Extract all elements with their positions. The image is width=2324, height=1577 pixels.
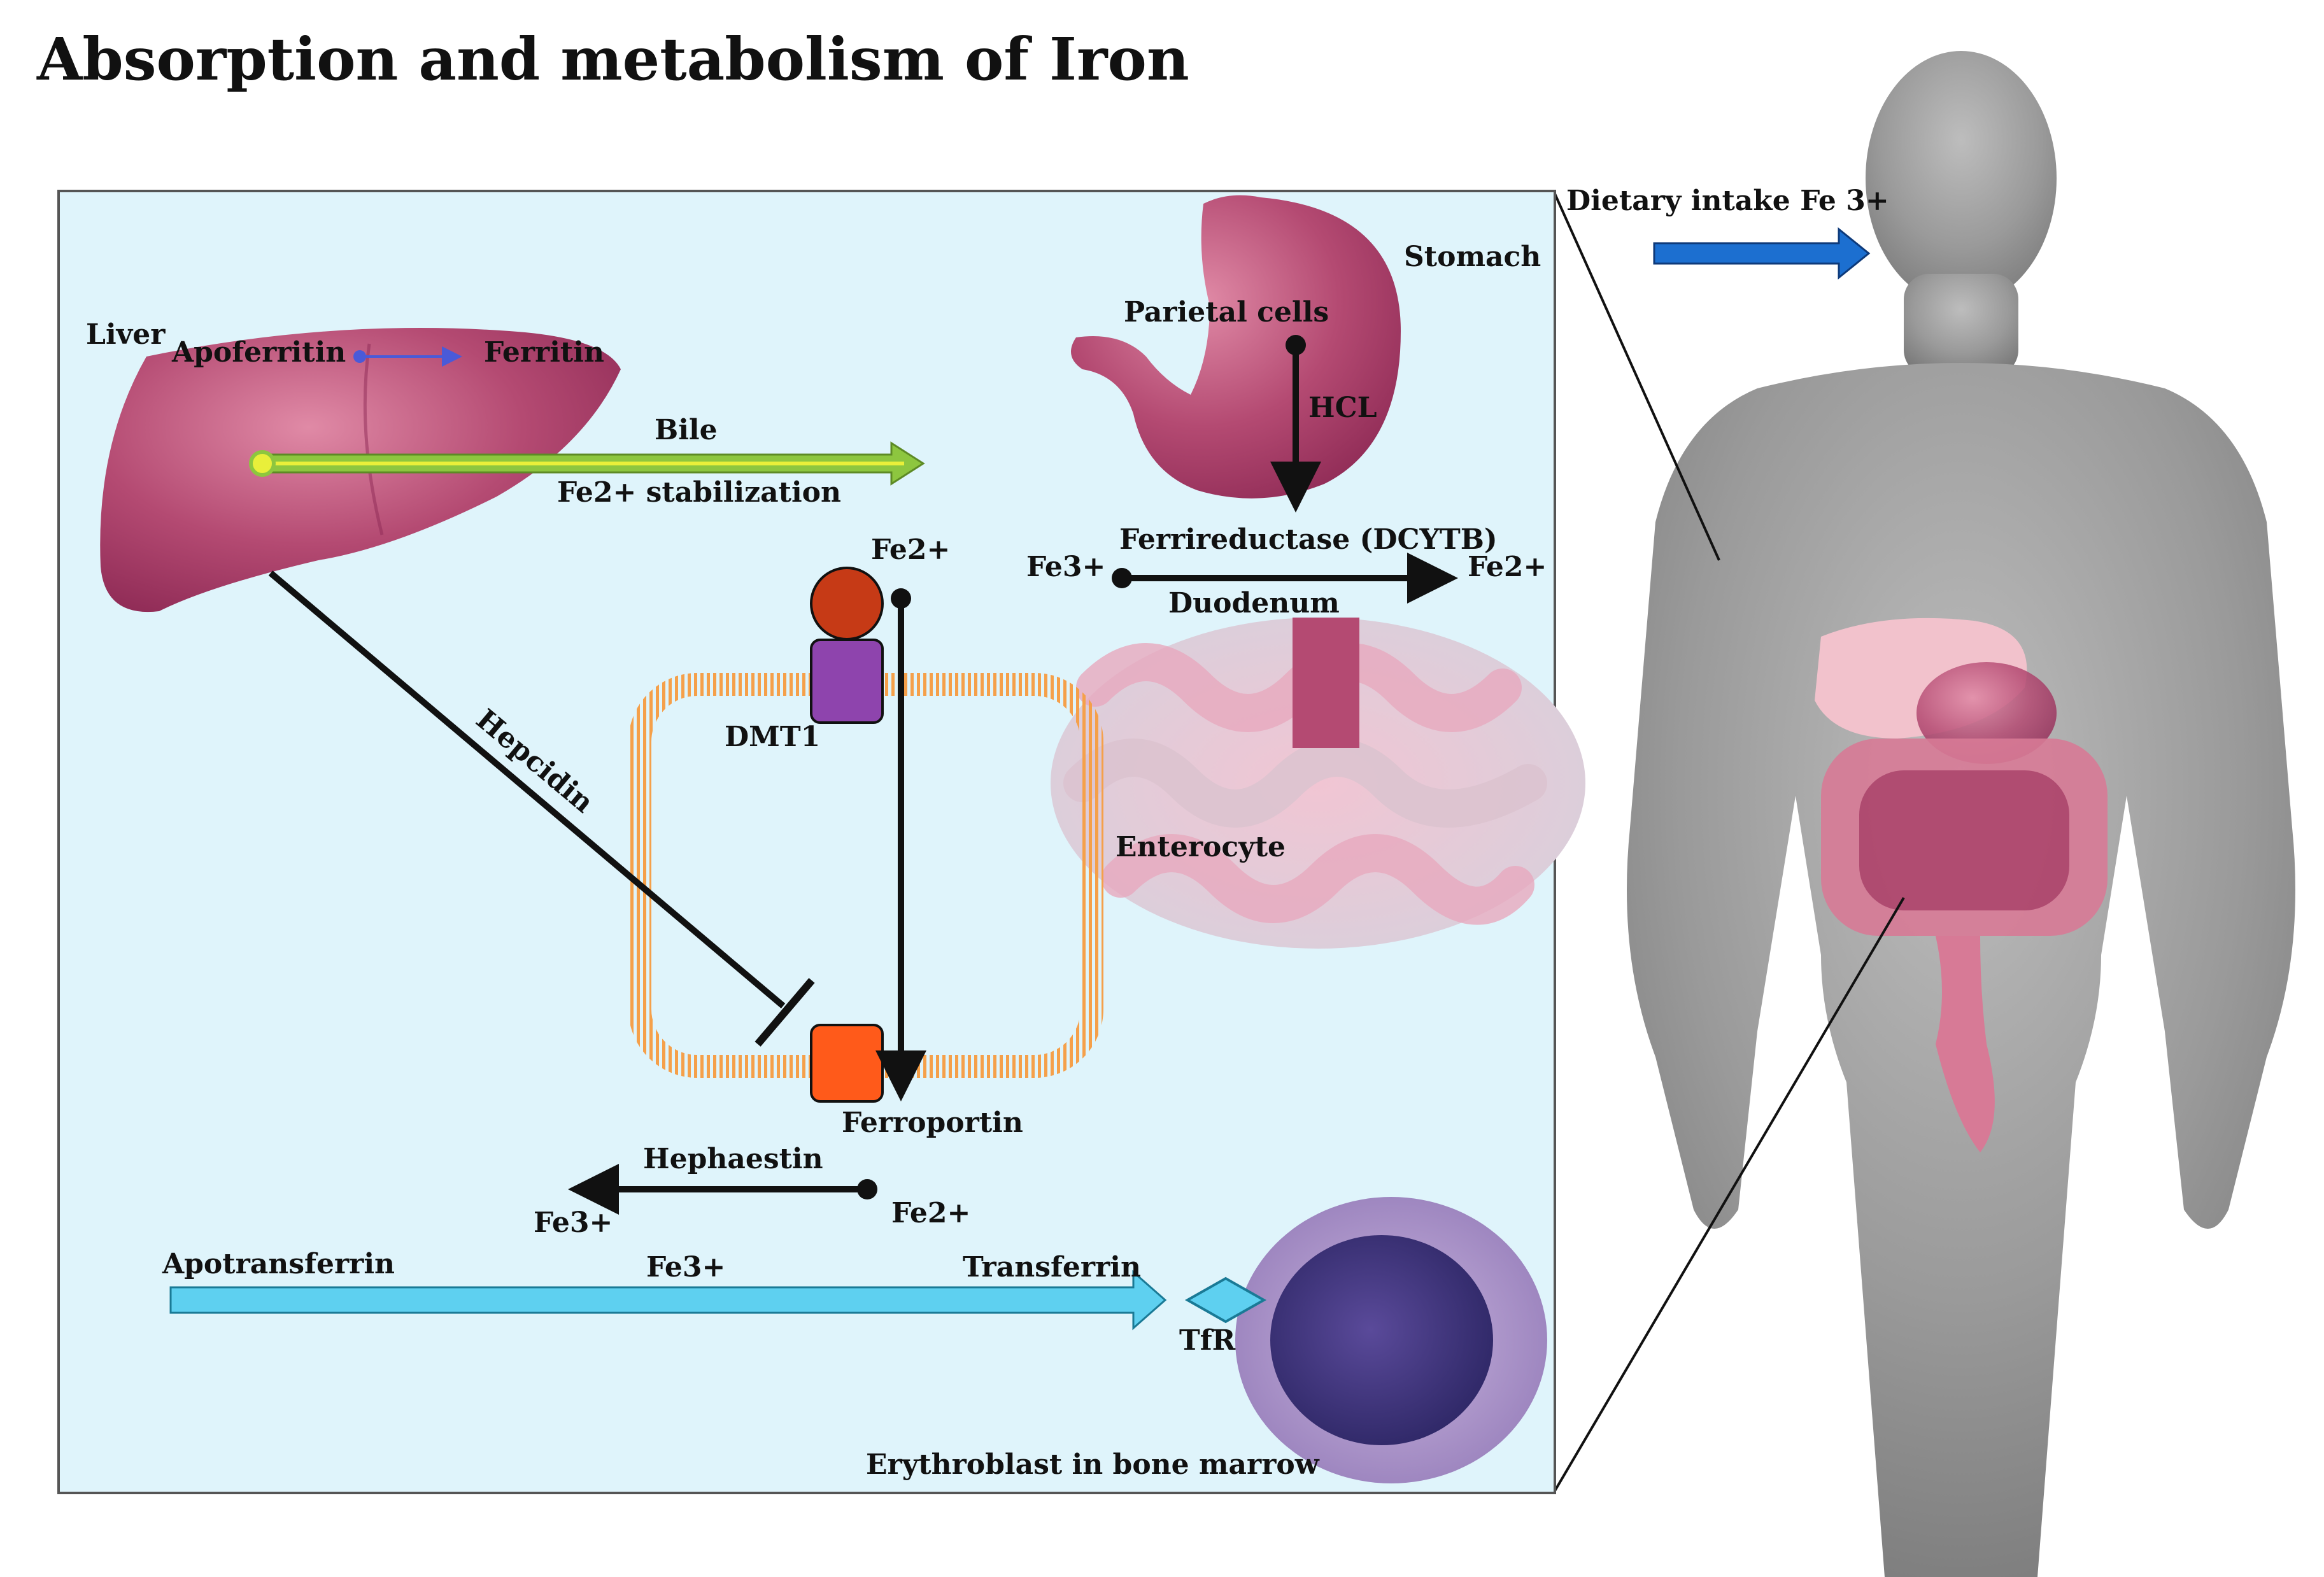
fe2-entry-label: Fe2+ [871, 534, 950, 566]
transferrin-label: Transferrin [963, 1251, 1141, 1284]
diagram-title: Absorption and metabolism of Iron [36, 25, 1189, 94]
transferrin-arrow [169, 1269, 1167, 1331]
dmt1-label: DMT1 [725, 721, 820, 753]
apoferritin-label: Apoferritin [171, 336, 346, 369]
fe2-output-label: Fe2+ [1468, 551, 1547, 583]
hcl-arrow-origin [1286, 335, 1306, 355]
stomach-organ [1071, 195, 1401, 499]
enterocyte-label: Enterocyte [1116, 831, 1286, 863]
fe3-transfer-label: Fe3+ [646, 1251, 725, 1284]
erythroblast-cell [1235, 1197, 1547, 1483]
parietal-cells-label: Parietal cells [1124, 296, 1329, 329]
apoferritin-dot [353, 350, 366, 363]
intestine-organ [1051, 618, 1585, 949]
dietary-intake-label: Dietary intake Fe 3+ [1566, 185, 1889, 217]
liver-label: Liver [86, 318, 166, 351]
ferroportin-transporter [810, 1024, 884, 1103]
dmt1-transporter [810, 639, 884, 724]
ferrireductase-arrow-origin [1112, 568, 1132, 588]
zoom-line-top [1552, 190, 1720, 561]
hcl-label: HCL [1308, 392, 1377, 424]
bile-arrow [249, 441, 925, 486]
bile-label: Bile [655, 414, 718, 446]
tfr-receptor [1184, 1276, 1267, 1324]
human-body-figure [1627, 51, 2295, 1577]
hephaestin-arrow-origin [857, 1179, 877, 1199]
dietary-intake-arrow [1653, 227, 1871, 280]
fe2-stabilization-label: Fe2+ stabilization [557, 476, 841, 509]
dmt1-red-subunit [810, 567, 884, 640]
fe3-hephaestin-label: Fe3+ [534, 1206, 613, 1239]
hepcidin-inhibition-line [268, 570, 786, 1008]
ferrireductase-label: Ferrireductase (DCYTB) [1119, 523, 1498, 556]
duodenum-label: Duodenum [1168, 587, 1340, 619]
fe3-input-label: Fe3+ [1026, 551, 1105, 583]
stomach-label: Stomach [1404, 241, 1541, 273]
fe2-transport-origin [891, 588, 911, 609]
zoom-line-bottom [1552, 896, 1905, 1494]
hephaestin-label: Hephaestin [643, 1143, 823, 1175]
tfr-label: TfR [1179, 1324, 1236, 1357]
fe2-hephaestin-label: Fe2+ [891, 1197, 970, 1229]
ferritin-label: Ferritin [484, 336, 604, 369]
hepcidin-inhibition-bar [755, 978, 815, 1047]
apotransferrin-label: Apotransferrin [162, 1248, 395, 1280]
erythroblast-label: Erythroblast in bone marrow [866, 1448, 1320, 1481]
ferroportin-label: Ferroportin [842, 1107, 1023, 1139]
